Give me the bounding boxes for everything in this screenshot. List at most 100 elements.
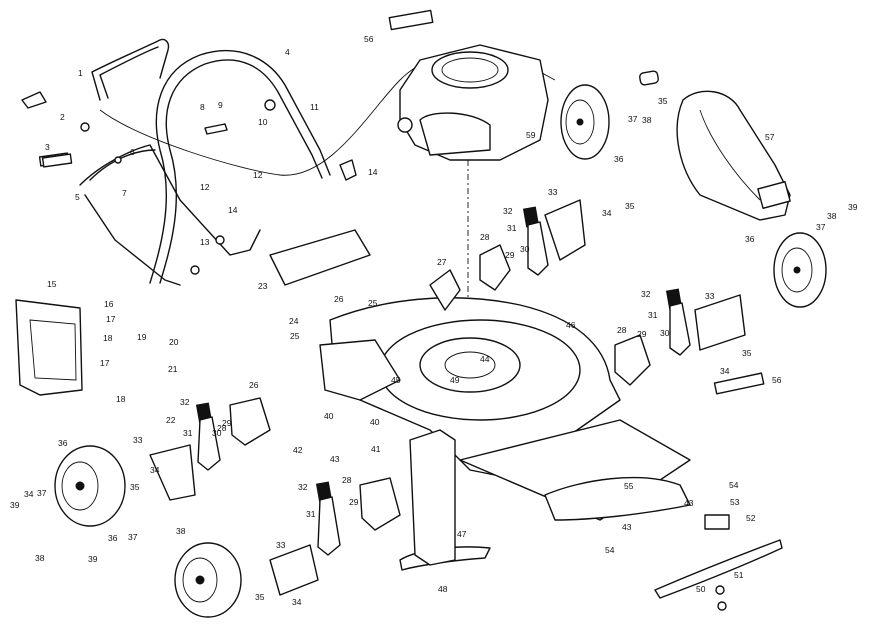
height-adjuster-left [149, 397, 271, 501]
blade-adapter [399, 429, 491, 571]
callout-c55: 55 [624, 481, 634, 491]
wheel-front-right-top [560, 84, 610, 160]
wheel-rear-right [773, 232, 827, 308]
callout-c19: 19 [137, 332, 147, 342]
callout-c52: 52 [746, 513, 756, 523]
callout-c28c: 28 [217, 423, 227, 433]
side-chute [269, 229, 371, 286]
callout-c2: 2 [60, 112, 65, 122]
callout-c39b: 39 [10, 500, 20, 510]
callout-c38b: 38 [827, 211, 837, 221]
callout-c49: 49 [450, 375, 460, 385]
callout-c29b: 29 [637, 329, 647, 339]
mower-blade [654, 514, 783, 611]
callout-c59: 59 [526, 130, 536, 140]
callout-c43b: 43 [622, 522, 632, 532]
callout-c5: 5 [75, 192, 80, 202]
mower-deck [319, 269, 691, 521]
callout-c44: 44 [480, 354, 490, 364]
callout-c38d: 38 [35, 553, 45, 563]
callout-c28a: 28 [480, 232, 490, 242]
callout-c31a: 31 [507, 223, 517, 233]
callout-c35b: 35 [658, 96, 668, 106]
wheel-rear-left [54, 445, 126, 527]
label-plates [41, 70, 765, 395]
callout-c29c: 29 [349, 497, 359, 507]
callout-c25a: 25 [290, 331, 300, 341]
callout-c12a: 12 [200, 182, 210, 192]
callout-c30c: 30 [212, 428, 222, 438]
callout-c23: 23 [258, 281, 268, 291]
lower-handle [79, 144, 261, 286]
callout-c48: 48 [438, 584, 448, 594]
callout-c31b: 31 [648, 310, 658, 320]
callout-c46: 46 [566, 320, 576, 330]
callout-c30a: 30 [520, 244, 530, 254]
wheel-front-left [174, 542, 242, 618]
callout-c36c: 36 [58, 438, 68, 448]
height-adjuster-right [614, 288, 746, 386]
callout-c42: 42 [293, 445, 303, 455]
callout-c4: 4 [285, 47, 290, 57]
callout-c1: 1 [78, 68, 83, 78]
callout-c38c: 38 [176, 526, 186, 536]
callout-c54a: 54 [729, 480, 739, 490]
callout-c34e: 34 [292, 597, 302, 607]
callout-c14b: 14 [368, 167, 378, 177]
callout-c26b: 26 [249, 380, 259, 390]
callout-c30b: 30 [660, 328, 670, 338]
callout-c22: 22 [166, 415, 176, 425]
callout-c35c: 35 [742, 348, 752, 358]
callout-c26a: 26 [334, 294, 344, 304]
callout-c53: 53 [730, 497, 740, 507]
callout-c25b: 25 [368, 298, 378, 308]
callout-c17b: 17 [100, 358, 110, 368]
callout-c57: 57 [765, 132, 775, 142]
callout-c3: 3 [45, 142, 50, 152]
callout-c29d: 29 [222, 418, 232, 428]
callout-c31d: 31 [306, 509, 316, 519]
top-handle-bar [91, 38, 170, 101]
callout-c8: 8 [200, 102, 205, 112]
callout-c32b: 32 [641, 289, 651, 299]
callout-c32c: 32 [180, 397, 190, 407]
callout-c11: 11 [310, 102, 319, 112]
callout-c15: 15 [47, 279, 57, 289]
callout-c39c: 39 [88, 554, 98, 564]
callout-c16: 16 [104, 299, 114, 309]
callout-c40a: 40 [324, 411, 334, 421]
callout-c33b: 33 [705, 291, 715, 301]
callout-c13: 13 [200, 237, 210, 247]
callout-c38a: 38 [642, 115, 652, 125]
callout-c20: 20 [169, 337, 179, 347]
callout-c37c: 37 [37, 488, 47, 498]
callout-c12b: 12 [253, 170, 263, 180]
callout-c56a: 56 [364, 34, 374, 44]
callout-c34b: 34 [720, 366, 730, 376]
callout-c34a: 34 [602, 208, 612, 218]
rear-flap [15, 299, 83, 396]
callout-c28b: 28 [617, 325, 627, 335]
callout-c28d: 28 [342, 475, 352, 485]
callout-c27: 27 [437, 257, 447, 267]
callout-c39a: 39 [848, 202, 858, 212]
callout-c36b: 36 [745, 234, 755, 244]
callout-c14a: 14 [228, 205, 238, 215]
callout-c33c: 33 [133, 435, 143, 445]
callout-c54b: 54 [605, 545, 615, 555]
callout-c35e: 35 [255, 592, 265, 602]
callout-c40b: 40 [370, 417, 380, 427]
callout-c17a: 17 [106, 314, 116, 324]
callout-c7: 7 [122, 188, 127, 198]
grass-bag [676, 90, 791, 221]
callout-c9: 9 [218, 100, 223, 110]
upper-handle [149, 50, 331, 284]
callout-c47: 47 [457, 529, 467, 539]
callout-c34c: 34 [150, 465, 160, 475]
engine [388, 9, 549, 360]
callout-c43c: 43 [684, 498, 694, 508]
callout-c36a: 36 [614, 154, 624, 164]
callout-c33d: 33 [276, 540, 286, 550]
callout-c32d: 32 [298, 482, 308, 492]
